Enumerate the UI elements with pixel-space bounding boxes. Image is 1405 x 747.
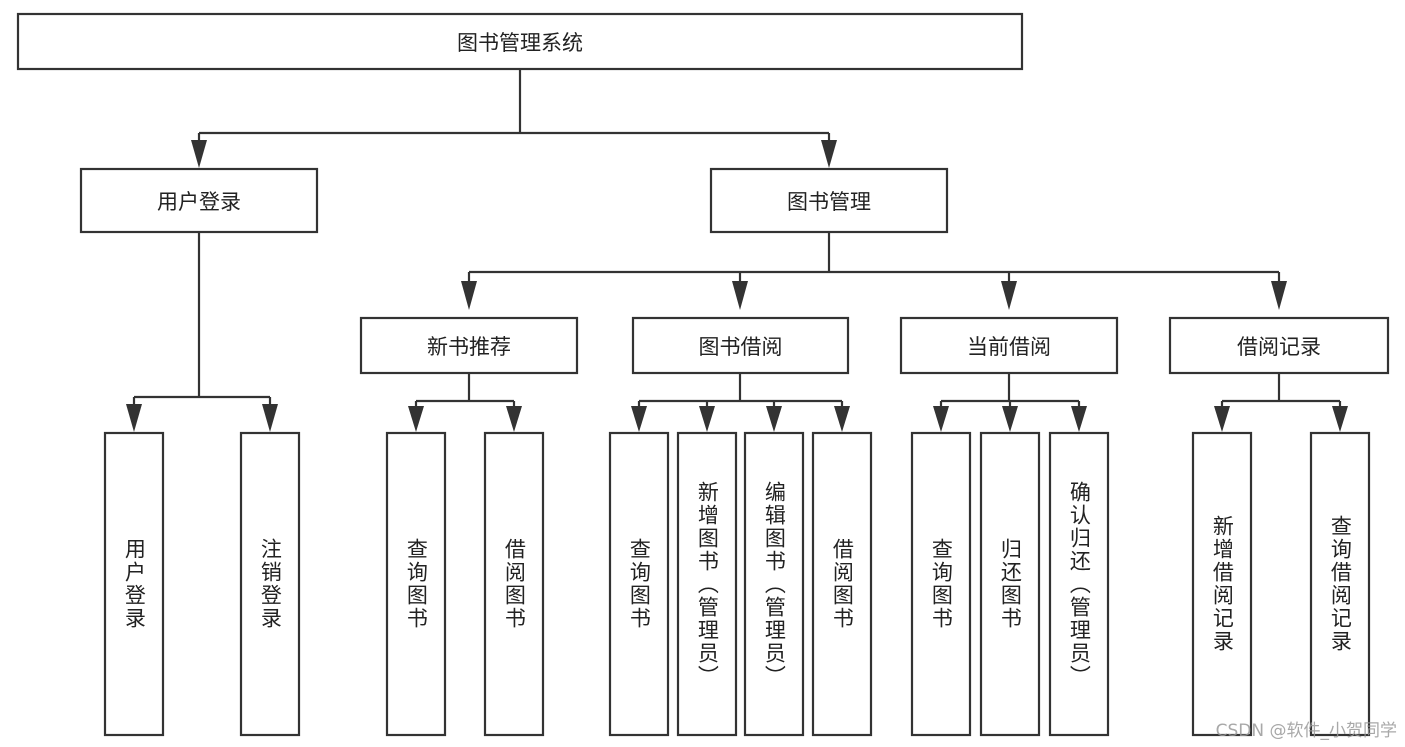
node-box-leaf-edit-book[interactable] (743, 431, 805, 737)
arrow-to-leaf-user-login (126, 404, 142, 432)
node-box-book-manage[interactable] (709, 167, 949, 234)
arrow-to-leaf-borrow-book-2 (834, 406, 850, 432)
node-box-new-book-recommend[interactable] (359, 316, 579, 375)
arrow-to-leaf-add-book (699, 406, 715, 432)
arrow-to-new-book-recommend (461, 281, 477, 310)
node-box-book-borrow[interactable] (631, 316, 850, 375)
node-box-root[interactable] (16, 12, 1024, 71)
arrow-to-leaf-confirm-return (1071, 406, 1087, 432)
node-box-leaf-query-book-3[interactable] (910, 431, 972, 737)
arrow-to-leaf-add-record (1214, 406, 1230, 432)
node-box-leaf-user-login[interactable] (103, 431, 165, 737)
arrow-to-book-manage (821, 140, 837, 168)
node-box-leaf-add-book[interactable] (676, 431, 738, 737)
node-box-leaf-query-book-1[interactable] (385, 431, 447, 737)
arrow-to-leaf-logout (262, 404, 278, 432)
arrow-to-user-login (191, 140, 207, 168)
arrow-to-leaf-query-book-3 (933, 406, 949, 432)
arrow-to-leaf-query-record (1332, 406, 1348, 432)
node-box-borrow-record[interactable] (1168, 316, 1390, 375)
arrow-to-leaf-borrow-book-1 (506, 406, 522, 432)
node-box-leaf-borrow-book-2[interactable] (811, 431, 873, 737)
arrow-to-leaf-query-book-1 (408, 406, 424, 432)
arrow-to-leaf-edit-book (766, 406, 782, 432)
node-box-current-borrow[interactable] (899, 316, 1119, 375)
csdn-watermark: CSDN @软件_小贺同学 (1215, 721, 1397, 741)
node-box-leaf-logout[interactable] (239, 431, 301, 737)
node-box-leaf-borrow-book-1[interactable] (483, 431, 545, 737)
node-box-user-login[interactable] (79, 167, 319, 234)
node-box-leaf-add-record[interactable] (1191, 431, 1253, 737)
arrow-to-book-borrow (732, 281, 748, 310)
node-box-leaf-query-record[interactable] (1309, 431, 1371, 737)
arrow-to-borrow-record (1271, 281, 1287, 310)
arrow-to-leaf-query-book-2 (631, 406, 647, 432)
node-box-leaf-query-book-2[interactable] (608, 431, 670, 737)
node-box-leaf-return-book[interactable] (979, 431, 1041, 737)
arrow-to-leaf-return-book (1002, 406, 1018, 432)
node-box-leaf-confirm-return[interactable] (1048, 431, 1110, 737)
arrow-to-current-borrow (1001, 281, 1017, 310)
